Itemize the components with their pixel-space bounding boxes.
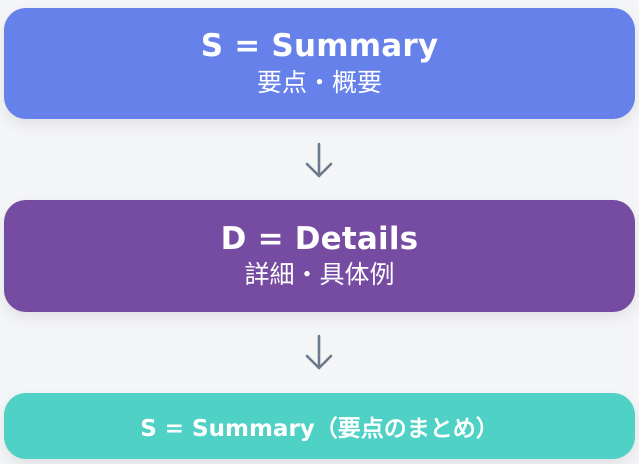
summary-step-title: S = Summary — [200, 28, 439, 65]
summary-step-subtitle: 要点・概要 — [256, 67, 382, 97]
details-step-title: D = Details — [220, 220, 419, 257]
details-step-box: D = Details 詳細・具体例 — [4, 200, 635, 312]
details-step-subtitle: 詳細・具体例 — [244, 260, 395, 290]
closing-summary-label: S = Summary（要点のまとめ） — [140, 416, 499, 442]
summary-step-box: S = Summary 要点・概要 — [4, 8, 635, 119]
arrow-down-icon — [305, 334, 333, 370]
closing-summary-box: S = Summary（要点のまとめ） — [4, 393, 635, 459]
arrow-down-icon — [305, 142, 333, 178]
